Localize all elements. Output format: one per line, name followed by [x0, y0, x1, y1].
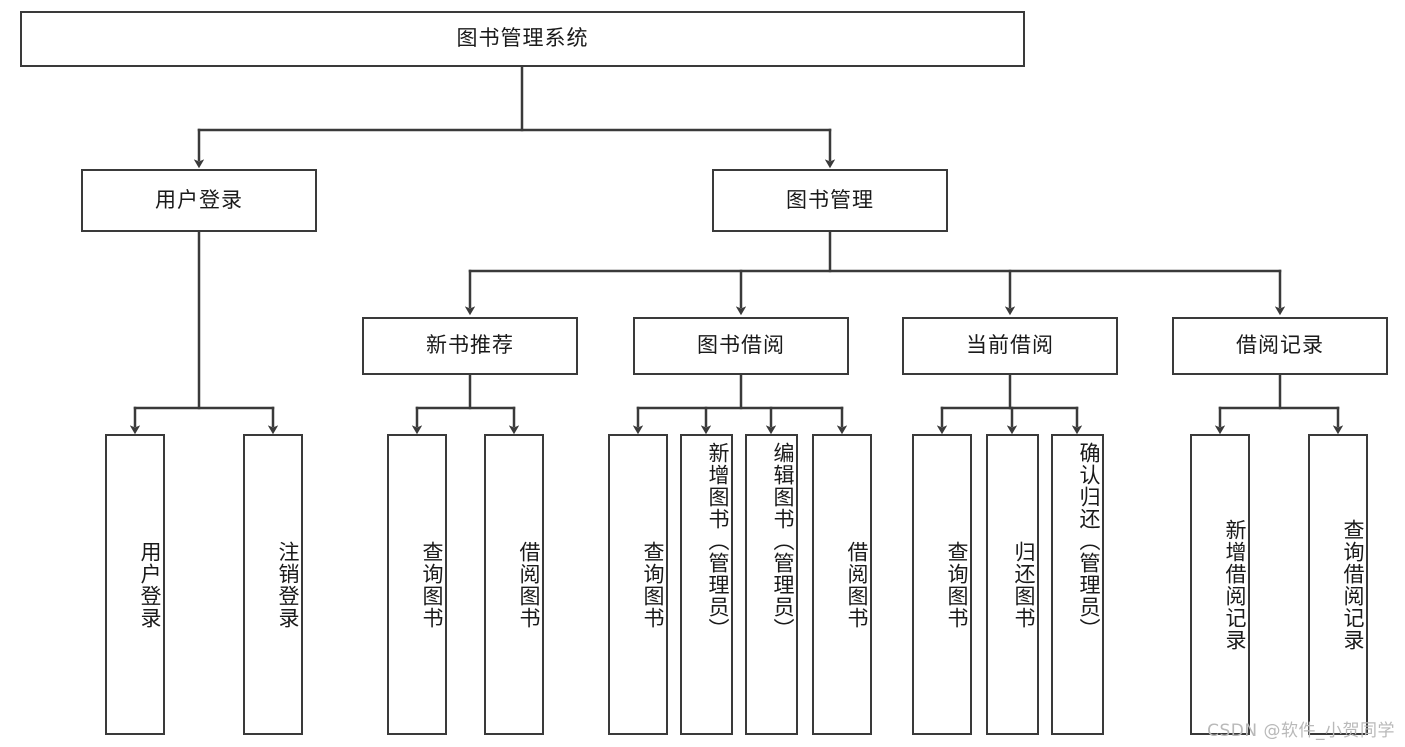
- node-leaf-add-borrow-record[interactable]: 新增借阅记录: [1190, 434, 1250, 735]
- node-root-label: 图书管理系统: [456, 26, 589, 51]
- node-leaf-edit-book-admin-label: 编辑图书（管理员）: [771, 442, 795, 640]
- node-leaf-query-book-current[interactable]: 查询图书: [912, 434, 972, 735]
- node-leaf-add-book-admin[interactable]: 新增图书（管理员）: [680, 434, 733, 735]
- node-leaf-confirm-return-admin-label: 确认归还（管理员）: [1077, 442, 1101, 640]
- node-leaf-query-book-rec[interactable]: 查询图书: [387, 434, 447, 735]
- node-leaf-user-logout[interactable]: 注销登录: [243, 434, 303, 735]
- node-borrow-record[interactable]: 借阅记录: [1172, 317, 1388, 375]
- node-leaf-query-book-current-label: 查询图书: [945, 540, 969, 629]
- node-new-book-recommend-label: 新书推荐: [426, 333, 514, 358]
- node-book-borrow[interactable]: 图书借阅: [633, 317, 849, 375]
- watermark-text: CSDN @软件_小贺同学: [1207, 721, 1395, 741]
- node-leaf-user-logout-label: 注销登录: [276, 540, 300, 629]
- node-leaf-return-book[interactable]: 归还图书: [986, 434, 1039, 735]
- node-current-borrow-label: 当前借阅: [966, 333, 1054, 358]
- node-leaf-query-book-borrow[interactable]: 查询图书: [608, 434, 668, 735]
- node-book-borrow-label: 图书借阅: [697, 333, 785, 358]
- node-leaf-edit-book-admin[interactable]: 编辑图书（管理员）: [745, 434, 798, 735]
- node-new-book-recommend[interactable]: 新书推荐: [362, 317, 578, 375]
- node-root[interactable]: 图书管理系统: [20, 11, 1025, 67]
- node-borrow-record-label: 借阅记录: [1236, 333, 1324, 358]
- node-leaf-user-login-label: 用户登录: [138, 540, 162, 629]
- node-user-login[interactable]: 用户登录: [81, 169, 317, 232]
- node-user-login-label: 用户登录: [155, 187, 243, 212]
- node-leaf-add-borrow-record-label: 新增借阅记录: [1223, 518, 1247, 651]
- node-leaf-user-login[interactable]: 用户登录: [105, 434, 165, 735]
- node-leaf-borrow-book-rec-label: 借阅图书: [517, 540, 541, 629]
- node-current-borrow[interactable]: 当前借阅: [902, 317, 1118, 375]
- node-leaf-confirm-return-admin[interactable]: 确认归还（管理员）: [1051, 434, 1104, 735]
- node-leaf-borrow-book-rec[interactable]: 借阅图书: [484, 434, 544, 735]
- node-leaf-borrow-book-label: 借阅图书: [845, 540, 869, 629]
- node-leaf-query-borrow-record[interactable]: 查询借阅记录: [1308, 434, 1368, 735]
- node-leaf-add-book-admin-label: 新增图书（管理员）: [706, 442, 730, 640]
- node-leaf-query-borrow-record-label: 查询借阅记录: [1341, 518, 1365, 651]
- node-book-manage-label: 图书管理: [786, 187, 874, 212]
- node-leaf-borrow-book[interactable]: 借阅图书: [812, 434, 872, 735]
- node-leaf-query-book-borrow-label: 查询图书: [641, 540, 665, 629]
- node-leaf-query-book-rec-label: 查询图书: [420, 540, 444, 629]
- node-book-manage[interactable]: 图书管理: [712, 169, 948, 232]
- node-leaf-return-book-label: 归还图书: [1012, 540, 1036, 629]
